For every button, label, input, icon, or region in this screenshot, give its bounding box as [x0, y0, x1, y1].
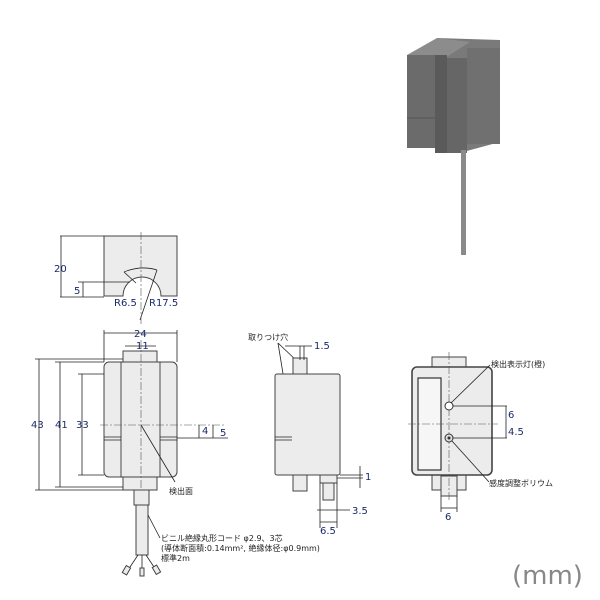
cable-spec-line1: ビニル絶縁丸形コード φ2.9、3芯 — [161, 533, 283, 543]
dim-4: 4 — [202, 426, 208, 437]
dim-6-5: 6.5 — [320, 526, 336, 537]
radius-inner: R6.5 — [114, 298, 137, 309]
indicator-label: 検出表示灯(橙) — [491, 359, 545, 369]
top-view: 20 5 R6.5 R17.5 — [54, 232, 178, 325]
dim-5: 5 — [74, 286, 80, 297]
dim-1-5: 1.5 — [314, 341, 330, 352]
dim-24: 24 — [134, 329, 147, 340]
dim-3-5: 3.5 — [352, 506, 368, 517]
dim-33: 33 — [76, 420, 89, 431]
radius-outer: R17.5 — [149, 298, 178, 309]
dim-6-bottom: 6 — [445, 512, 451, 523]
dim-4-5: 4.5 — [508, 427, 524, 438]
indicator-led-icon — [444, 401, 454, 411]
dim-6-rear: 6 — [508, 410, 514, 421]
detection-face-label: 検出面 — [169, 486, 193, 496]
dim-20: 20 — [54, 264, 67, 275]
cable-spec-line3: 標準2m — [161, 553, 190, 563]
dim-43: 43 — [31, 420, 44, 431]
dim-11: 11 — [136, 341, 149, 352]
unit-label: (mm) — [512, 561, 583, 591]
dim-41: 41 — [55, 420, 68, 431]
front-view: 24 11 43 41 33 4 5 検出面 — [31, 329, 228, 500]
cable-spec-line2: (導体断面積:0.14mm², 絶縁体径:φ0.9mm) — [161, 543, 320, 553]
cable[interactable]: ビニル絶縁丸形コード φ2.9、3芯 (導体断面積:0.14mm², 絶縁体径:… — [121, 489, 320, 577]
side-view: 取りつけ穴 1.5 1 3.5 6.5 — [248, 332, 371, 537]
dim-1: 1 — [365, 472, 371, 483]
dim-5-front: 5 — [220, 428, 226, 439]
mount-hole-label: 取りつけ穴 — [248, 332, 288, 342]
rear-view: 6 4.5 検出表示灯(橙) 感度調整ボリウム 6 — [408, 352, 553, 523]
product-photo — [407, 38, 500, 255]
pot-label: 感度調整ボリウム — [489, 478, 553, 488]
